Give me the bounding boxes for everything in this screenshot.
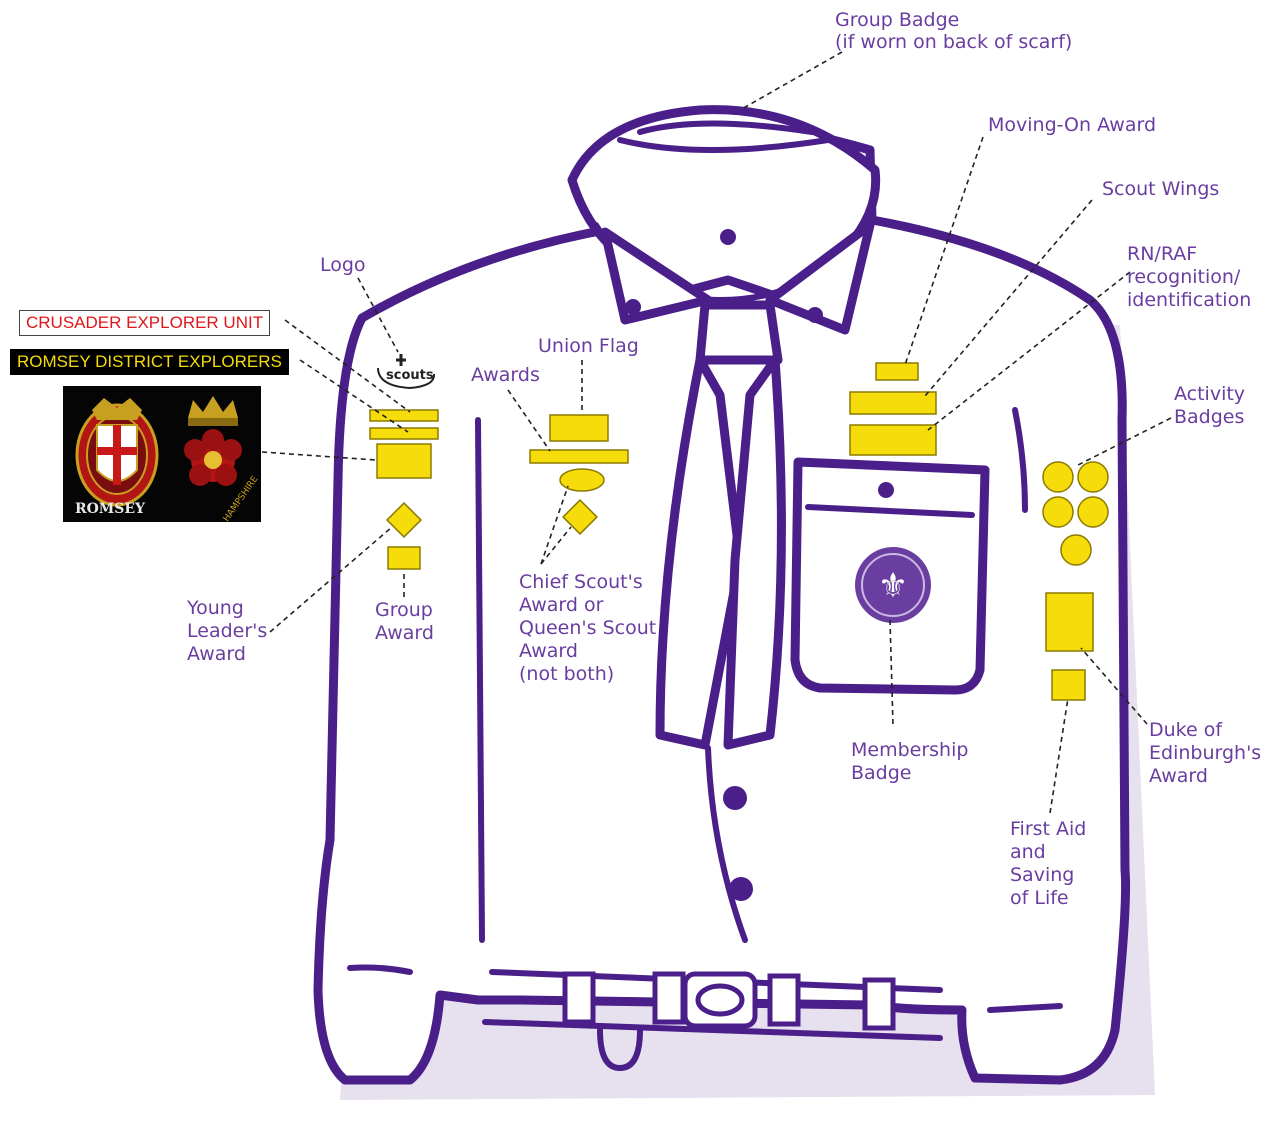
chief-scout-oval-badge <box>560 469 604 491</box>
scout-wings-badge <box>850 392 936 414</box>
label-rn-raf: RN/RAF recognition/ identification <box>1127 243 1251 311</box>
district-name-strip: ROMSEY DISTRICT EXPLORERS <box>10 349 289 375</box>
hampshire-crest-icon <box>184 396 242 486</box>
unit-strip-badge <box>370 410 438 421</box>
label-young-leader: Young Leader's Award <box>186 597 273 665</box>
moving-on-badge <box>876 363 918 380</box>
label-group-award: Group Award <box>375 599 439 644</box>
unit-name-strip: CRUSADER EXPLORER UNIT <box>19 310 270 336</box>
label-duke-of-edinburgh: Duke of Edinburgh's Award <box>1149 719 1267 787</box>
first-aid-badge <box>1052 670 1085 700</box>
romsey-text: ROMSEY <box>75 501 146 517</box>
svg-text:⚜: ⚜ <box>878 566 908 606</box>
district-badge-image: ROMSEY HAMPSHIRE <box>63 386 261 524</box>
label-awards: Awards <box>471 364 540 386</box>
membership-badge: ⚜ <box>855 547 931 623</box>
group-award-badge <box>388 547 420 569</box>
union-flag-badge <box>550 415 608 441</box>
label-activity-badges: Activity Badges <box>1174 383 1251 428</box>
district-strip-badge <box>370 428 438 439</box>
awards-strip-badge <box>530 450 628 463</box>
label-logo: Logo <box>320 254 366 276</box>
label-group-badge: Group Badge (if worn on back of scarf) <box>835 9 1072 53</box>
label-union-flag: Union Flag <box>538 335 639 357</box>
rn-raf-badge <box>850 425 936 455</box>
scouts-logo-text: scouts <box>386 368 434 383</box>
district-badge <box>377 444 431 478</box>
duke-of-edinburgh-badge <box>1046 593 1093 651</box>
label-moving-on-award: Moving-On Award <box>988 114 1156 136</box>
shirt-outline <box>318 110 1126 1080</box>
label-scout-wings: Scout Wings <box>1102 178 1219 200</box>
